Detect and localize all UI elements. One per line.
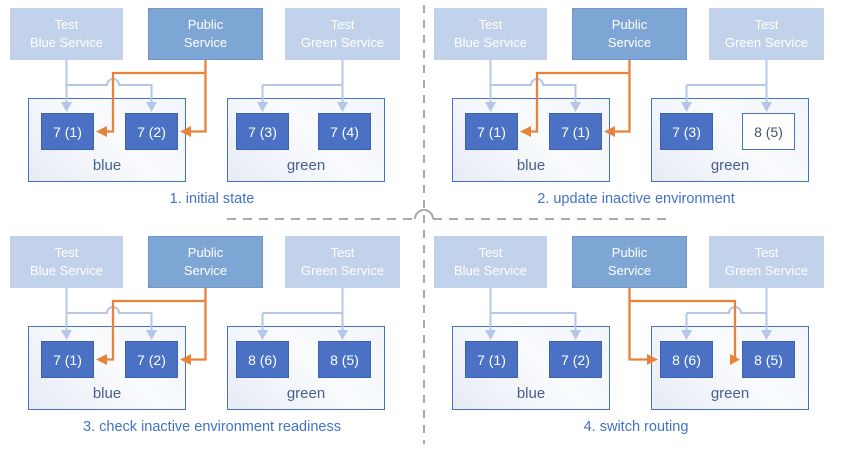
public-service-box: Public Service [572,8,687,60]
panel-caption: 3. check inactive environment readiness [83,419,341,435]
service-label-line: Service [607,263,652,278]
service-label-line: Test [478,17,503,33]
public-service-box: Public Service [148,8,263,60]
service-label-line: Blue Service [30,263,103,278]
public-to-pod2 [615,60,631,133]
public-to-pod3 [628,288,647,361]
panel-caption: 1. initial state [169,191,255,207]
service-label-line: Test [54,245,79,261]
pod-box: 8 (5) [318,341,371,378]
blue-environment-label: blue [92,157,122,174]
pod-box: 7 (1) [465,113,518,150]
service-label-line: Test [754,17,779,33]
test-service-connectors [489,288,768,331]
test-green-service-box: Test Green Service [285,8,400,60]
test-blue-service-box: Test Blue Service [434,8,547,60]
pod-box: 8 (6) [660,341,713,378]
pod-box-new-version: 8 (5) [742,113,795,150]
service-label-line: Test [754,245,779,261]
service-label-line: Blue Service [30,35,103,50]
pod-box: 7 (3) [236,113,289,150]
pod-box: 7 (1) [465,341,518,378]
panel-caption: 4. switch routing [583,419,689,435]
service-label-line: Blue Service [454,263,527,278]
pod-box: 8 (6) [236,341,289,378]
green-environment-label: green [286,157,326,174]
test-service-connectors [489,60,768,103]
pod-box: 7 (1) [549,113,602,150]
service-label-line: Public [611,245,648,261]
blue-environment-label: blue [92,385,122,402]
service-label-line: Test [330,17,355,33]
green-environment-label: green [710,157,750,174]
pod-box: 7 (2) [125,113,178,150]
service-label-line: Green Service [724,263,809,278]
blue-environment-label: blue [516,157,546,174]
blue-environment-label: blue [516,385,546,402]
service-label-line: Service [607,35,652,50]
service-label-line: Green Service [724,35,809,50]
panel-switch-routing: Test Blue Service Public Service Test Gr… [424,228,848,456]
test-green-service-box: Test Green Service [285,236,400,288]
test-service-connectors [65,288,344,331]
pod-box: 7 (4) [318,113,371,150]
service-label-line: Green Service [300,263,385,278]
test-service-connectors [65,60,344,103]
test-blue-service-box: Test Blue Service [434,236,547,288]
panel-check-inactive-environment-readiness: Test Blue Service Public Service Test Gr… [0,228,424,456]
service-label-line: Service [183,263,228,278]
service-label-line: Service [183,35,228,50]
green-environment-label: green [286,385,326,402]
panel-update-inactive-environment: Test Blue Service Public Service Test Gr… [424,0,848,228]
service-label-line: Public [187,17,224,33]
test-blue-service-box: Test Blue Service [10,236,123,288]
public-to-pod2 [191,60,207,133]
pod-box: 7 (2) [125,341,178,378]
public-service-box: Public Service [148,236,263,288]
public-service-box: Public Service [572,236,687,288]
panel-initial-state: Test Blue Service Public Service Test Gr… [0,0,424,228]
service-label-line: Public [187,245,224,261]
service-label-line: Test [478,245,503,261]
pod-box: 7 (2) [549,341,602,378]
public-to-pod2 [191,288,207,361]
pod-box: 8 (5) [742,341,795,378]
test-green-service-box: Test Green Service [709,8,824,60]
service-label-line: Test [330,245,355,261]
service-label-line: Test [54,17,79,33]
service-label-line: Public [611,17,648,33]
test-green-service-box: Test Green Service [709,236,824,288]
service-label-line: Green Service [300,35,385,50]
green-environment-label: green [710,385,750,402]
service-label-line: Blue Service [454,35,527,50]
test-blue-service-box: Test Blue Service [10,8,123,60]
pod-box: 7 (1) [41,341,94,378]
pod-box: 7 (3) [660,113,713,150]
panel-caption: 2. update inactive environment [537,191,735,207]
pod-box: 7 (1) [41,113,94,150]
